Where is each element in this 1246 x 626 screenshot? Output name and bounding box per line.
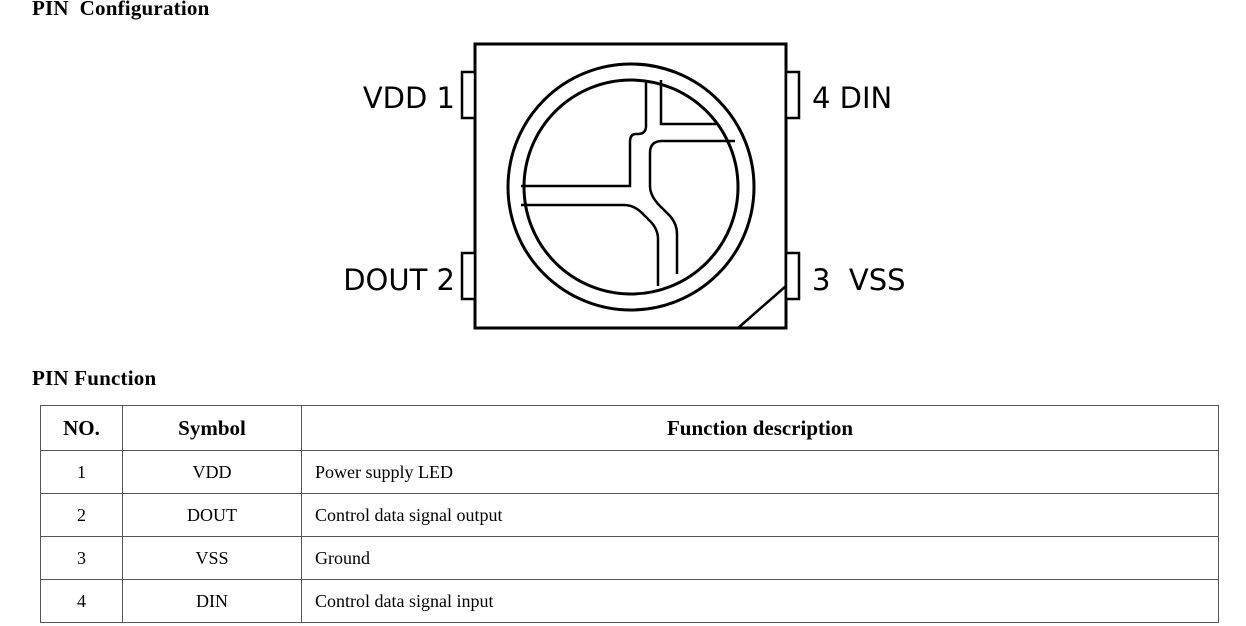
pin-function-heading: PIN Function — [32, 366, 157, 390]
led-package-outline — [473, 42, 788, 330]
pin-3-label: 3 VSS — [812, 263, 906, 297]
table-header-row: NO. Symbol Function description — [40, 405, 1219, 451]
pin-configuration-heading: PIN Configuration — [32, 0, 210, 20]
header-function-description: Function description — [301, 405, 1219, 451]
pin-4-tab — [784, 70, 801, 120]
cell-symbol: DOUT — [122, 493, 302, 537]
cell-description: Control data signal output — [301, 493, 1219, 537]
pin-4-label: 4 DIN — [812, 81, 892, 115]
cell-no: 2 — [40, 493, 123, 537]
pin-1-tab — [460, 70, 477, 120]
cell-no: 1 — [40, 450, 123, 494]
header-symbol: Symbol — [122, 405, 302, 451]
pin-2-tab — [460, 251, 477, 301]
pin-configuration-diagram: VDD 1 4 DIN DOUT 2 3 VSS — [343, 42, 906, 330]
pin-3-tab — [784, 251, 801, 301]
pin-2-label: DOUT 2 — [343, 263, 455, 297]
package-bevel-corner — [737, 285, 787, 329]
cell-description: Power supply LED — [301, 450, 1219, 494]
cell-symbol: VSS — [122, 536, 302, 580]
table-row: 4 DIN Control data signal input — [40, 579, 1219, 623]
pin-function-table: NO. Symbol Function description 1 VDD Po… — [40, 405, 1219, 623]
header-no: NO. — [40, 405, 123, 451]
cell-description: Control data signal input — [301, 579, 1219, 623]
cell-no: 3 — [40, 536, 123, 580]
cell-symbol: VDD — [122, 450, 302, 494]
table-row: 1 VDD Power supply LED — [40, 450, 1219, 494]
cell-description: Ground — [301, 536, 1219, 580]
cell-no: 4 — [40, 579, 123, 623]
cell-symbol: DIN — [122, 579, 302, 623]
lens-outer-ring — [506, 62, 756, 312]
table-row: 3 VSS Ground — [40, 536, 1219, 580]
table-row: 2 DOUT Control data signal output — [40, 493, 1219, 537]
lead-frame-channels — [521, 80, 735, 286]
pin-1-label: VDD 1 — [363, 81, 455, 115]
